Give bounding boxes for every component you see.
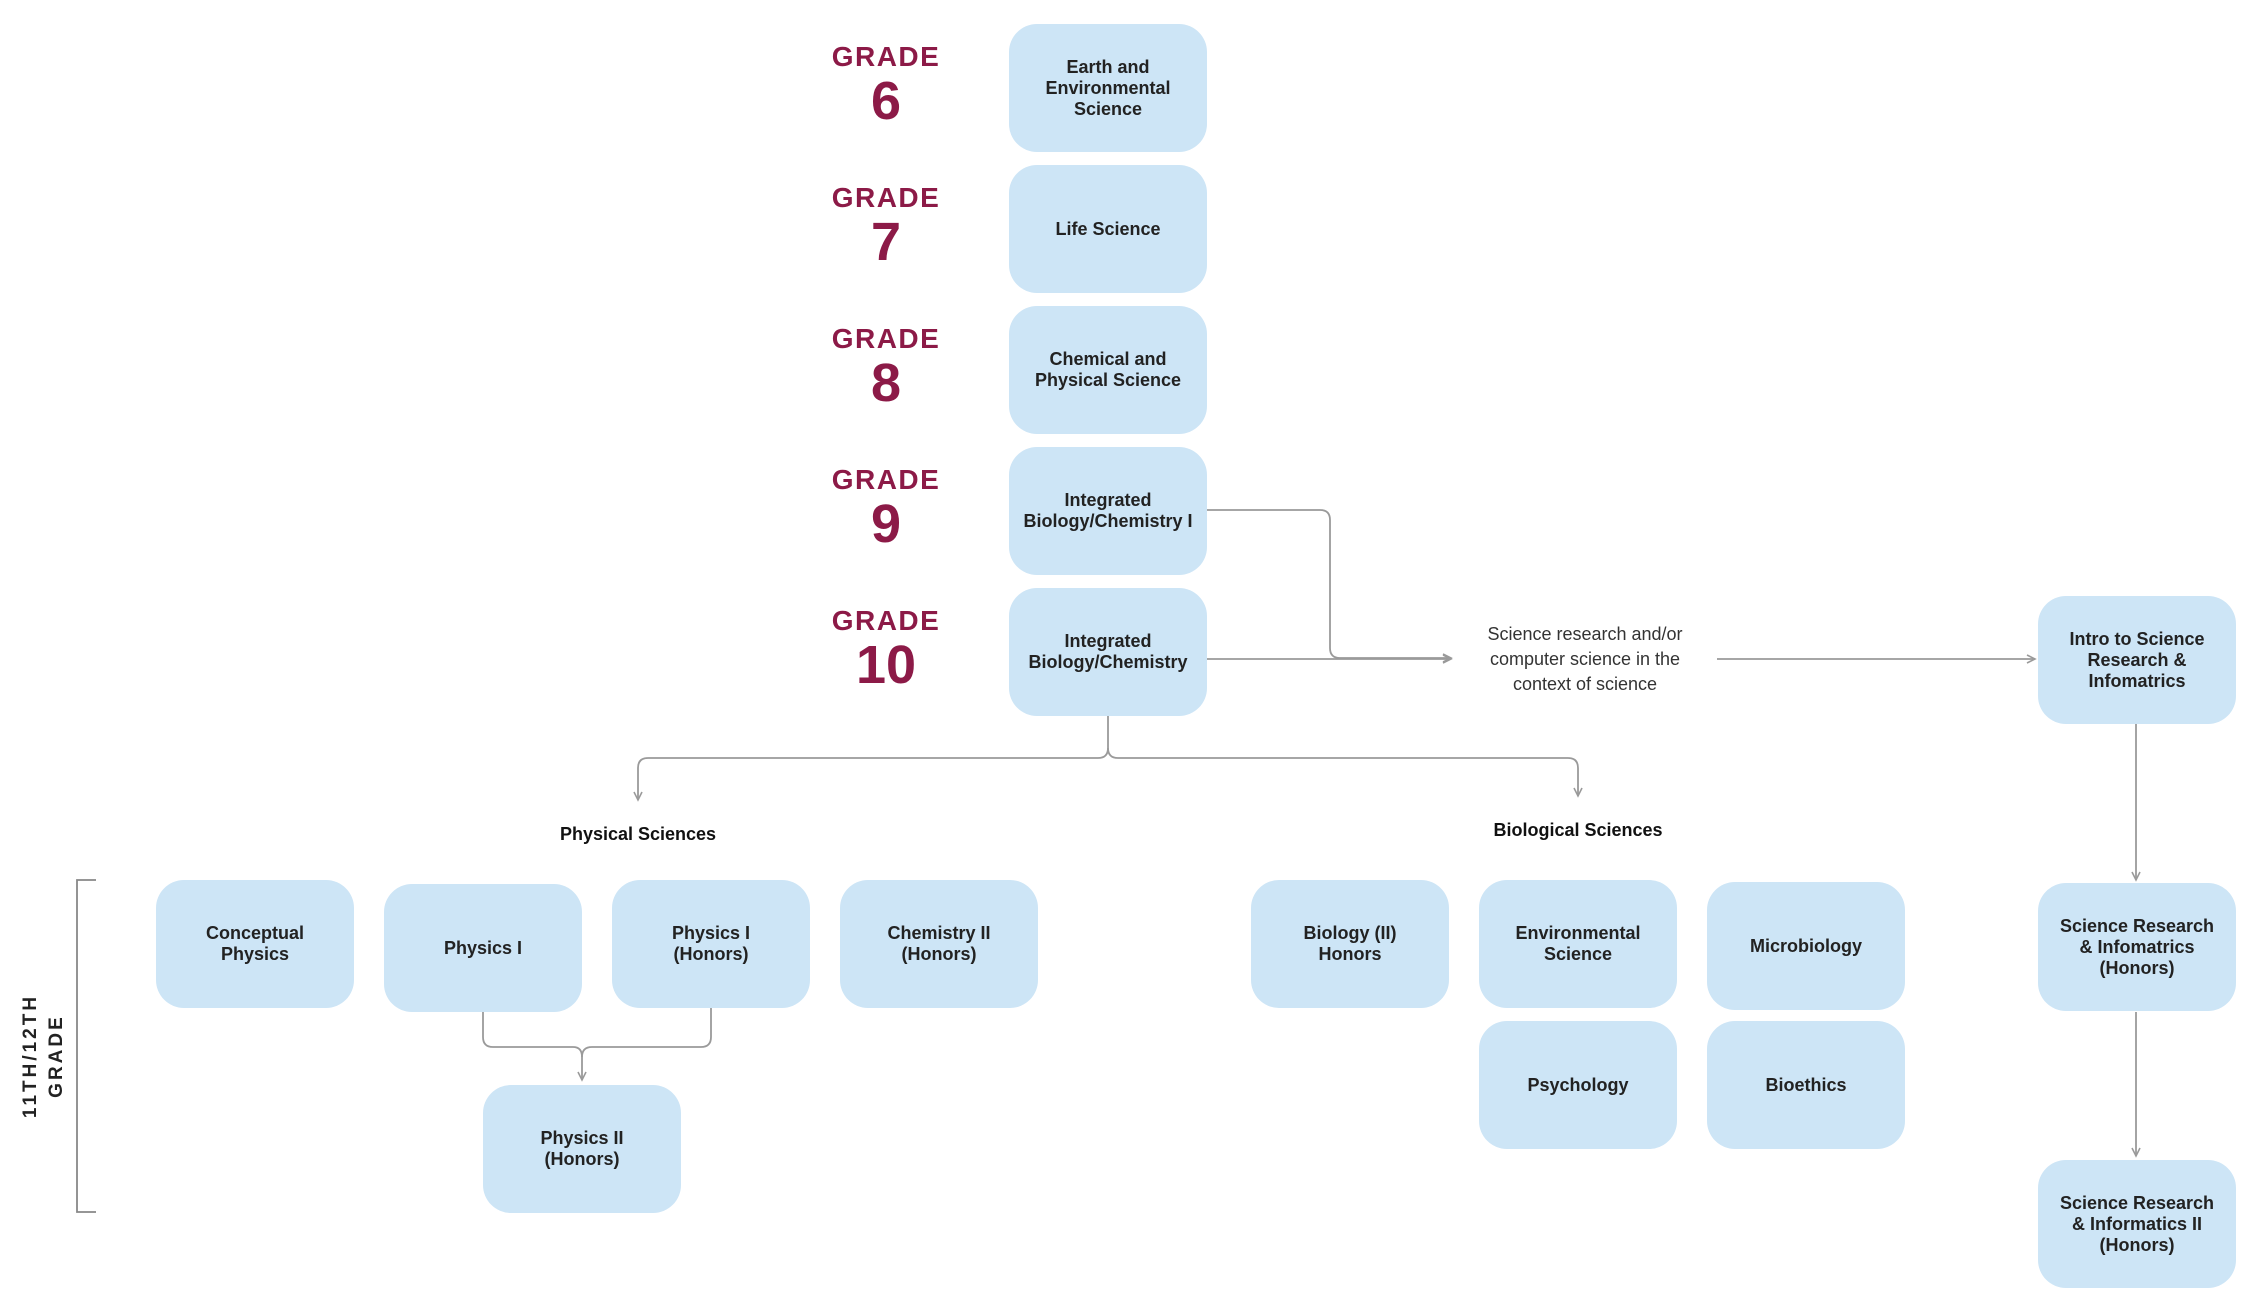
course-conceptual-physics[interactable]: Conceptual Physics (156, 880, 354, 1008)
grade-word: GRADE (831, 323, 941, 354)
grade-label-8: GRADE 8 (825, 323, 947, 413)
grade-number: 8 (870, 353, 902, 413)
course-environmental-science[interactable]: Environmental Science (1479, 880, 1677, 1008)
grade-label-9: GRADE 9 (825, 464, 947, 554)
grade-word: GRADE (831, 464, 941, 495)
biological-sciences-heading: Biological Sciences (1493, 820, 1663, 840)
connector-grade10-split (633, 715, 1109, 802)
course-chemistry-2-honors[interactable]: Chemistry II (Honors) (840, 880, 1038, 1008)
grade-word: GRADE (831, 605, 941, 636)
course-integrated-bio-chem[interactable]: Integrated Biology/Chemistry (1009, 588, 1207, 716)
connector-physics1 (482, 1012, 587, 1082)
course-physics-1[interactable]: Physics I (384, 884, 582, 1012)
course-microbiology[interactable]: Microbiology (1707, 882, 1905, 1010)
grade-number: 10 (855, 635, 917, 695)
connector-grade10-bio (1107, 747, 1583, 798)
course-life-science[interactable]: Life Science (1009, 165, 1207, 293)
grade-label-6: GRADE 6 (825, 41, 947, 131)
research-note: Science research and/or computer science… (1487, 624, 1683, 694)
course-physics-2-honors[interactable]: Physics II (Honors) (483, 1085, 681, 1213)
course-psychology[interactable]: Psychology (1479, 1021, 1677, 1149)
connector-grade9-research (1207, 509, 1453, 663)
course-earth-environmental-science[interactable]: Earth and Environmental Science (1009, 24, 1207, 152)
grade-number: 6 (870, 71, 902, 131)
course-bioethics[interactable]: Bioethics (1707, 1021, 1905, 1149)
connector-physics1-honors (581, 1008, 712, 1058)
upper-grade-label: 11TH/12TH GRADE (20, 993, 67, 1119)
course-biology-2-honors[interactable]: Biology (II) Honors (1251, 880, 1449, 1008)
grade-word: GRADE (831, 41, 941, 72)
grade-label-7: GRADE 7 (825, 182, 947, 272)
grade-number: 9 (870, 494, 902, 554)
course-science-research-honors[interactable]: Science Research & Infomatrics (Honors) (2038, 883, 2236, 1011)
course-chemical-physical-science[interactable]: Chemical and Physical Science (1009, 306, 1207, 434)
grade-number: 7 (870, 212, 902, 272)
course-intro-science-research[interactable]: Intro to Science Research & Infomatrics (2038, 596, 2236, 724)
course-science-research-2-honors[interactable]: Science Research & Informatics II (Honor… (2038, 1160, 2236, 1288)
grade-label-10: GRADE 10 (825, 605, 947, 695)
course-physics-1-honors[interactable]: Physics I (Honors) (612, 880, 810, 1008)
grade-bracket (76, 879, 96, 1213)
grade-word: GRADE (831, 182, 941, 213)
physical-sciences-heading: Physical Sciences (559, 824, 717, 844)
course-integrated-bio-chem-1[interactable]: Integrated Biology/Chemistry I (1009, 447, 1207, 575)
